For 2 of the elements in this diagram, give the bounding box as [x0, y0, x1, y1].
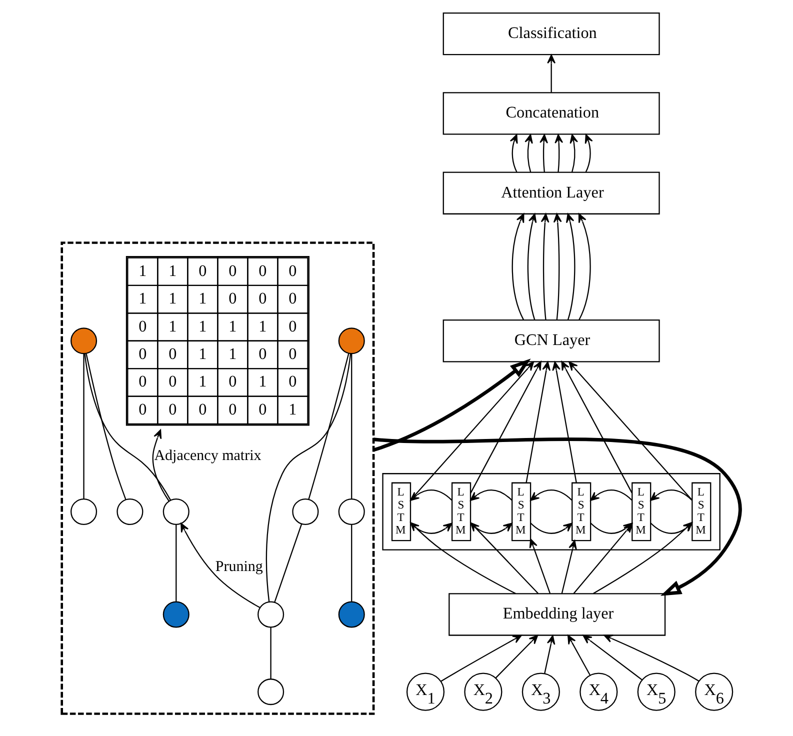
edge-label: Pruning [215, 559, 263, 576]
edge-label: Adjacency matrix [154, 448, 262, 464]
